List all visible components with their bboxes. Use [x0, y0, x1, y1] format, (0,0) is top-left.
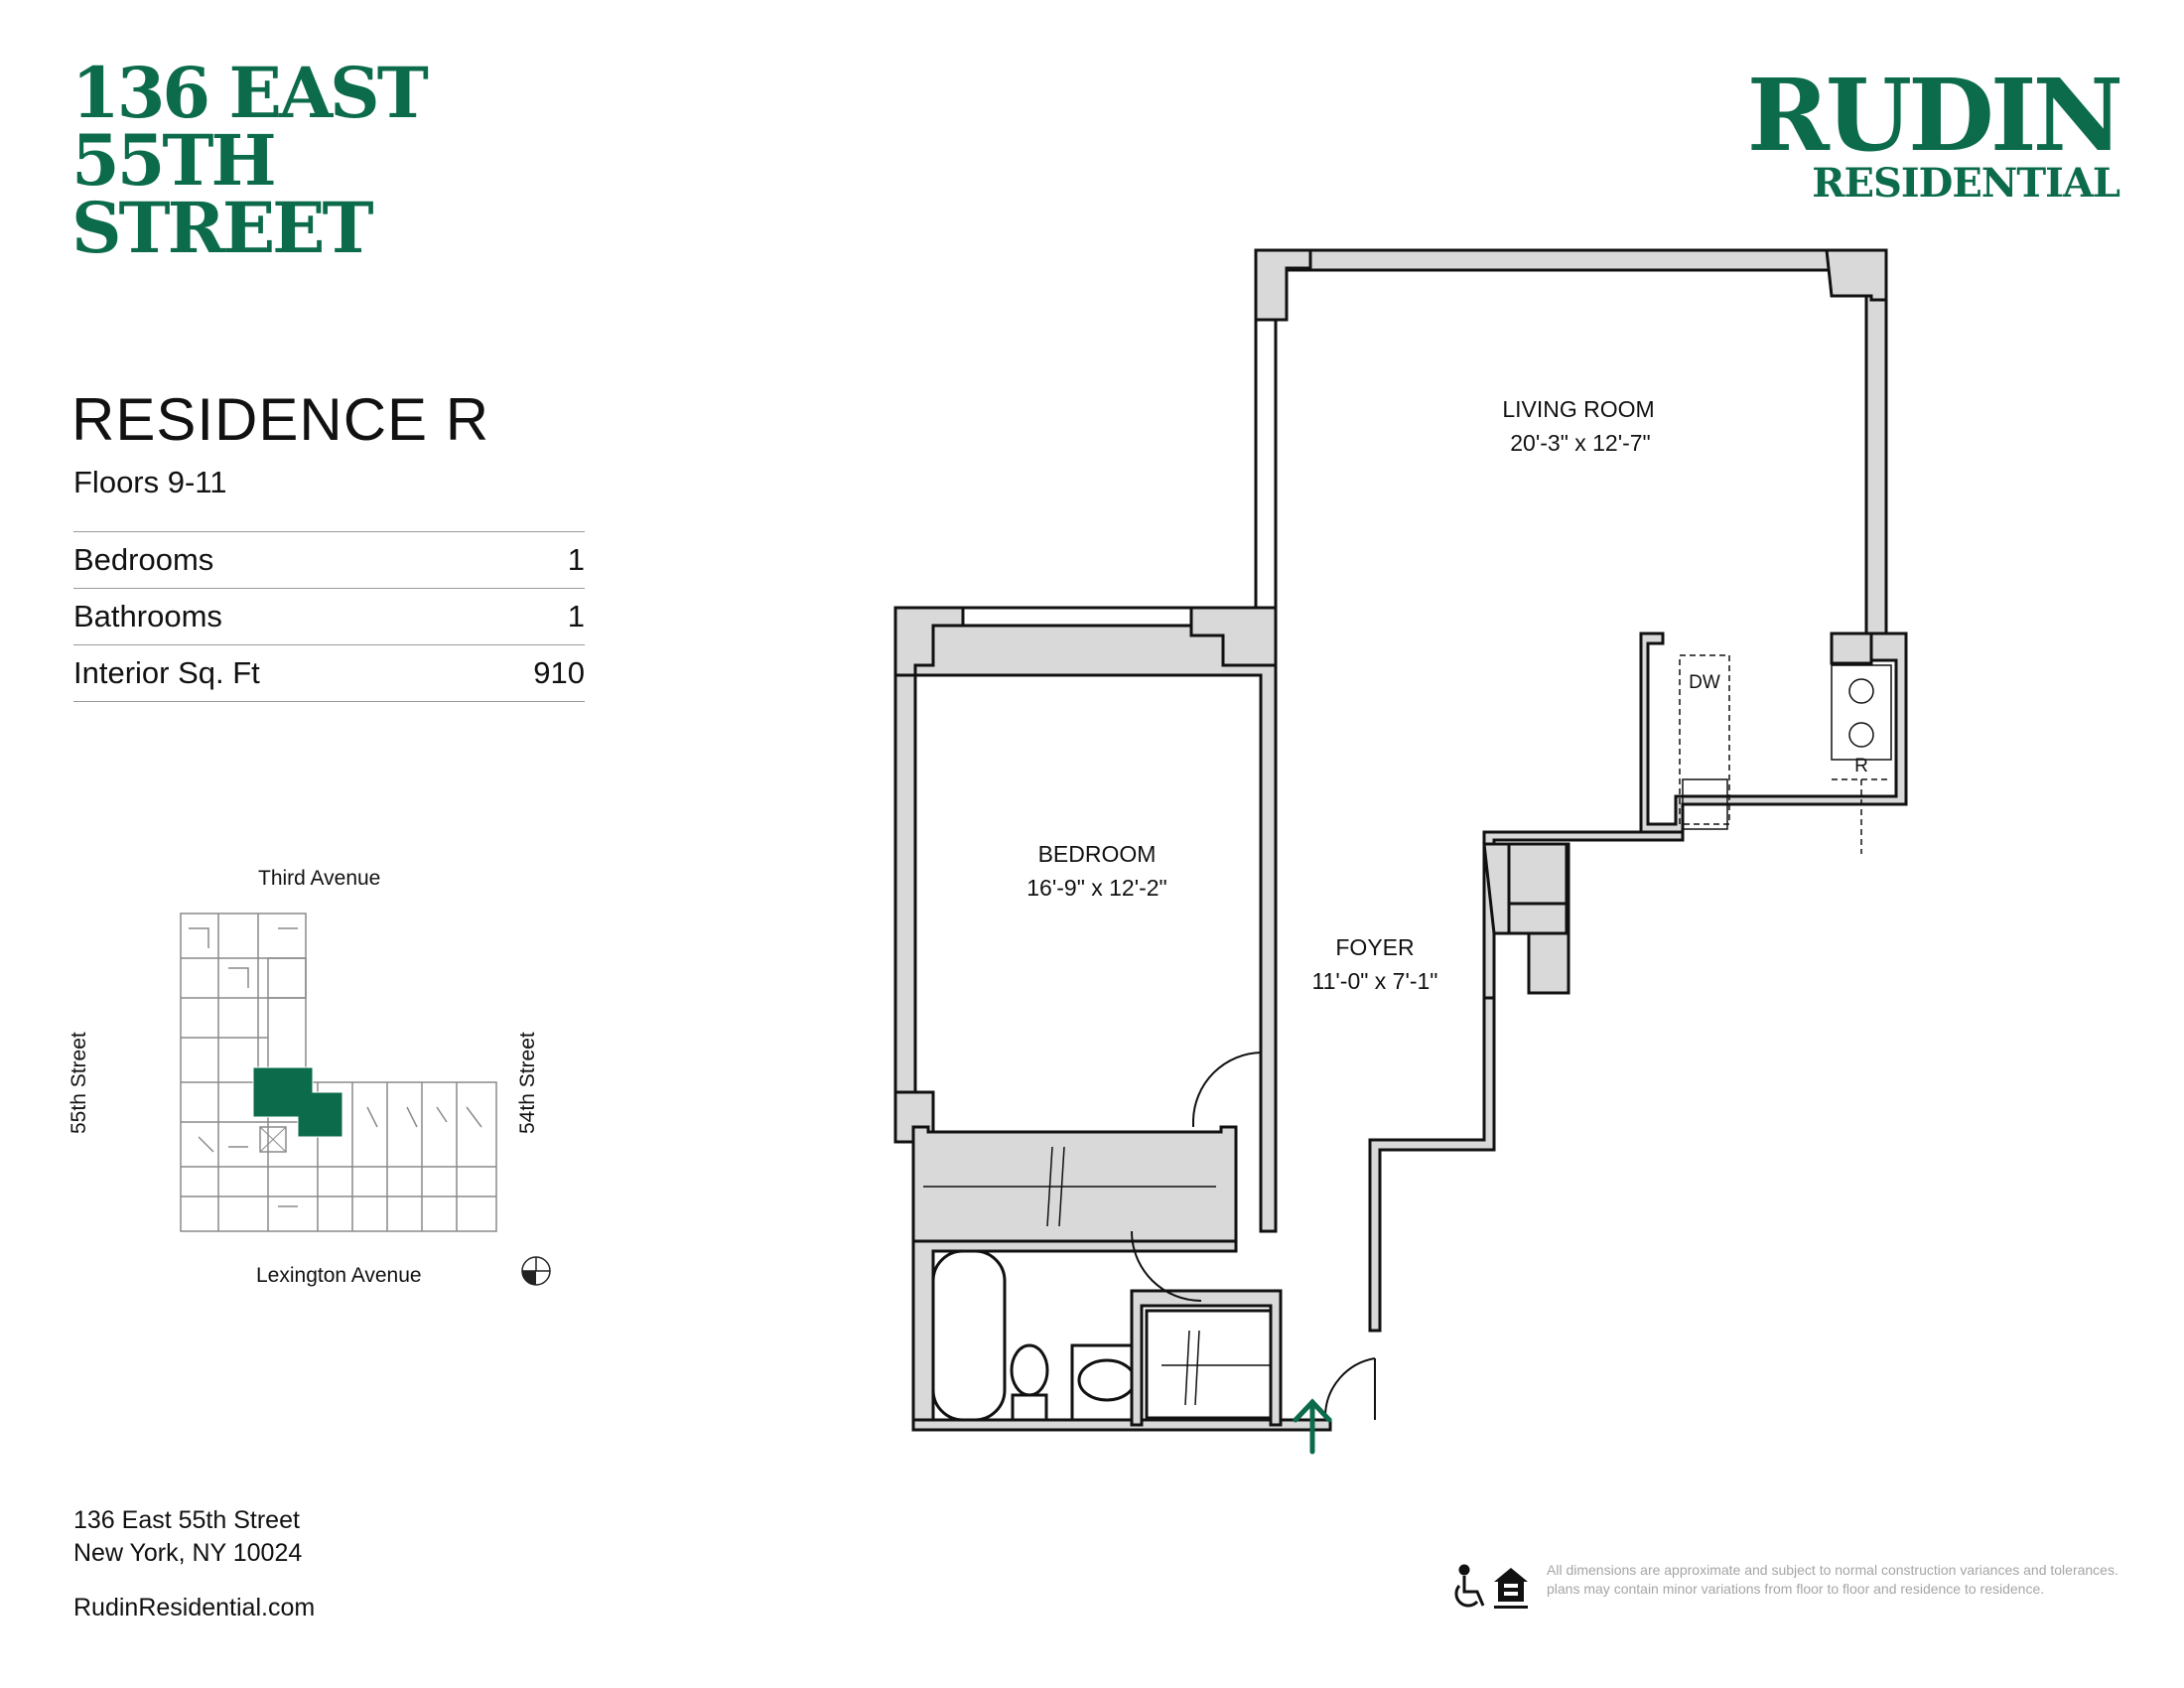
residence-floors: Floors 9-11 [73, 465, 227, 499]
keyplan-highlight [252, 1066, 343, 1138]
living-room-dims: 20'-3" x 12'-7" [1510, 430, 1650, 456]
spec-value: 1 [567, 542, 585, 577]
address-line-1: 136 East 55th Street [73, 1506, 300, 1534]
spec-value: 1 [567, 599, 585, 633]
building-title-line-2: 55TH [71, 119, 277, 202]
spec-row-bathrooms: Bathrooms 1 [73, 588, 585, 644]
specs-table: Bedrooms 1 Bathrooms 1 Interior Sq. Ft 9… [73, 531, 585, 702]
address-line-2: New York, NY 10024 [73, 1539, 303, 1567]
bedroom-dims: 16'-9" x 12'-2" [1026, 875, 1166, 901]
spec-row-bedrooms: Bedrooms 1 [73, 531, 585, 588]
refrigerator-label: R [1854, 756, 1868, 776]
keyplan-north-street: Third Avenue [258, 867, 381, 890]
bedroom-label: BEDROOM [1038, 841, 1157, 867]
dishwasher-label: DW [1689, 672, 1720, 693]
spec-value: 910 [533, 655, 585, 690]
keyplan-west-street: 55th Street [68, 1032, 90, 1134]
building-title-line-1: 136 EAST [71, 52, 429, 134]
living-room-label: LIVING ROOM [1502, 396, 1654, 422]
keyplan-south-street: Lexington Avenue [256, 1264, 422, 1287]
logo-name-bottom: RESIDENTIAL [1812, 160, 2120, 207]
entry-arrow-icon [1293, 1398, 1332, 1455]
disclaimer-text: All dimensions are approximate and subje… [1547, 1562, 2118, 1597]
website-link[interactable]: RudinResidential.com [73, 1594, 316, 1621]
rudin-logo: RUDIN RESIDENTIAL [1746, 57, 2123, 207]
building-title: 136 EAST 55TH STREET [71, 52, 429, 269]
wheelchair-accessibility-icon [1454, 1564, 1485, 1608]
compass-icon [521, 1256, 551, 1286]
foyer-dims: 11'-0" x 7'-1" [1312, 968, 1438, 994]
residence-title: RESIDENCE R [71, 386, 490, 453]
keyplan-diagram [180, 913, 497, 1232]
floor-plan: LIVING ROOM 20'-3" x 12'-7" BEDROOM 16'-… [893, 248, 1908, 1455]
spec-label: Bathrooms [73, 599, 222, 633]
spec-label: Interior Sq. Ft [73, 655, 260, 690]
equal-housing-opportunity-icon [1494, 1568, 1528, 1609]
address: 136 East 55th Street New York, NY 10024 [73, 1504, 302, 1570]
spec-label: Bedrooms [73, 542, 214, 577]
compliance-icons [1454, 1564, 1528, 1609]
building-title-line-3: STREET [71, 187, 374, 269]
logo-name-top: RUDIN [1746, 57, 2123, 174]
spec-row-sqft: Interior Sq. Ft 910 [73, 644, 585, 702]
foyer-label: FOYER [1335, 934, 1414, 960]
keyplan-east-street: 54th Street [516, 1032, 539, 1134]
